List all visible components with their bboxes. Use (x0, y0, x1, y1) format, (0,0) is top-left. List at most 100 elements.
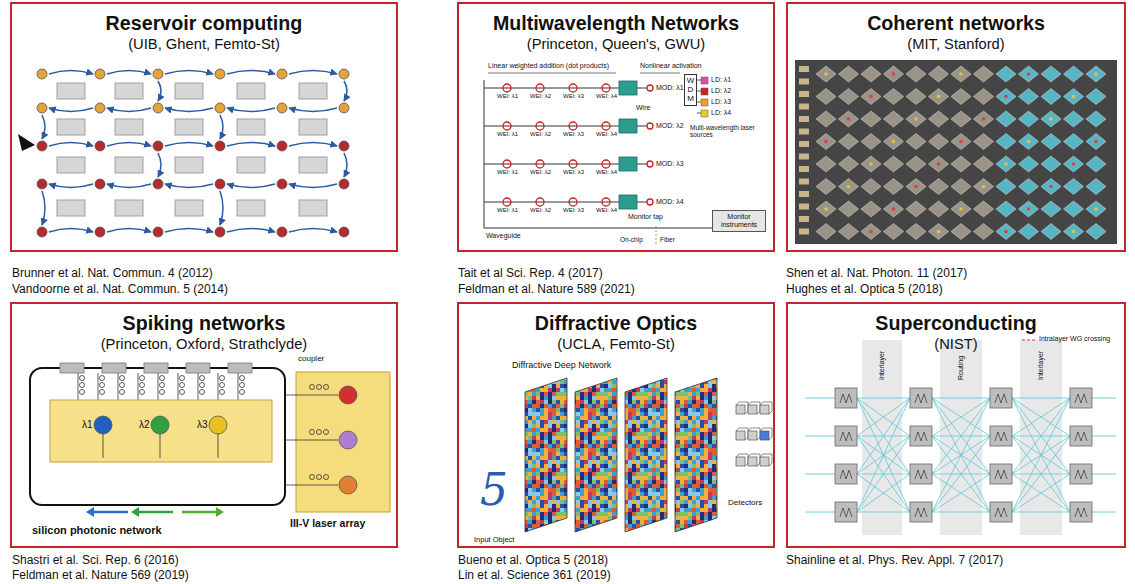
annotation-label: III-V laser array (290, 517, 365, 530)
mzi-cell (884, 201, 904, 217)
waveguide-block (299, 200, 327, 216)
annotation-label: Multi-wavelength laser sources (690, 124, 762, 139)
legend-sample (1022, 339, 1036, 340)
mzi-cell (861, 111, 881, 127)
waveguide-block (57, 83, 85, 99)
waveguide-block (237, 200, 265, 216)
panel-title: Diffractive Optics (459, 311, 773, 335)
synapse-waveguide (932, 398, 990, 399)
phase-shifter (892, 72, 896, 76)
mzi-cell (1019, 111, 1039, 127)
filter-ring (160, 390, 165, 395)
instrument-box: Monitor instruments (712, 210, 766, 232)
mzi-cell (1041, 156, 1061, 172)
mzi-cell (974, 201, 994, 217)
reservoir-node (95, 69, 105, 79)
reservoir-arrow (289, 143, 337, 147)
signal-arrow-head (86, 507, 94, 517)
neuron-glyph (995, 394, 1007, 403)
phase-shifter (959, 72, 963, 76)
mzi-cell (1064, 66, 1084, 82)
modulator-ring (647, 123, 653, 129)
mzi-cell (1041, 201, 1061, 217)
reservoir-arrow (289, 229, 337, 233)
photodetector (619, 119, 637, 133)
reservoir-node (277, 179, 287, 189)
weight-ring (602, 84, 610, 92)
detector-cube-edge (760, 402, 772, 414)
annotation-label: Input Object (474, 535, 514, 544)
detector-cube-edge (748, 428, 760, 440)
phase-shifter (1049, 185, 1053, 189)
reservoir-arrow (49, 108, 93, 112)
reservoir-arrow (42, 191, 45, 225)
bond-pad (799, 91, 809, 97)
reservoir-arrow (344, 81, 347, 101)
weight-ring (602, 122, 610, 130)
reference-citation: Hughes et al. Optica 5 (2018) (786, 282, 943, 296)
reservoir-node (37, 227, 47, 237)
reservoir-node (215, 179, 225, 189)
annotation-label: WEI: λ2 (530, 207, 551, 214)
detector-cube (736, 457, 745, 466)
neuron-box (990, 464, 1012, 484)
drop-waveguide (78, 373, 79, 400)
neuron-box (910, 502, 932, 522)
mzi-cell (929, 224, 949, 240)
mzi-cell (951, 179, 971, 195)
neuron-box (835, 502, 857, 522)
waveguide-block (115, 200, 143, 216)
annotation-label: WEI: λ2 (530, 93, 551, 100)
synapse-waveguide (932, 398, 990, 436)
drop-waveguide (138, 373, 139, 400)
reservoir-arrow (165, 108, 213, 112)
reservoir-node (153, 227, 163, 237)
filter-ring (200, 383, 205, 388)
waveguide (484, 88, 619, 89)
laser-wire (697, 113, 701, 114)
neuron-glyph (1075, 432, 1087, 441)
reservoir-node (95, 103, 105, 113)
mzi-cell (1064, 156, 1084, 172)
annotation-label: WEI: λ3 (563, 169, 584, 176)
annotation-label: WEI: λ2 (530, 131, 551, 138)
reference-citation: Feldman et al. Nature 589 (2021) (458, 282, 635, 296)
filter-ring (160, 383, 165, 388)
reservoir-node (37, 179, 47, 189)
annotation-label: WEI: λ1 (497, 93, 518, 100)
phase-shifter (869, 230, 873, 234)
legend-text: Intralayer WG crossing (1039, 335, 1110, 343)
synapse-waveguide (857, 398, 910, 512)
mzi-cell (929, 179, 949, 195)
mzi-cell (974, 224, 994, 240)
annotation-label: LD: λ2 (711, 87, 731, 95)
reference-citation: Vandoorne et al. Nat. Commun. 5 (2014) (12, 282, 228, 296)
detector-cube (760, 431, 769, 440)
output-waveguide (1092, 436, 1116, 437)
neuron-glyph (915, 470, 927, 479)
panel-box: Coherent networks(MIT, Stanford) (786, 2, 1126, 252)
mzi-cell (861, 201, 881, 217)
synapse-waveguide (857, 398, 910, 474)
filter-ring (180, 390, 185, 395)
reservoir-arrow (107, 108, 151, 112)
reservoir-node (339, 103, 349, 113)
mzi-cell (974, 111, 994, 127)
wire (637, 88, 647, 89)
reservoir-node (215, 69, 225, 79)
phase-shifter (824, 207, 828, 211)
mzi-cell (839, 111, 859, 127)
mzi-cell (951, 156, 971, 172)
reservoir-node (277, 227, 287, 237)
waveguide-block (175, 119, 203, 135)
neuron-box (990, 426, 1012, 446)
synapse-waveguide (857, 436, 910, 512)
synapse-waveguide (1012, 436, 1070, 512)
reservoir-arrow (289, 71, 337, 75)
input-waveguide (805, 474, 835, 475)
drop-waveguide (198, 373, 199, 400)
mzi-cell (906, 66, 926, 82)
weight-ring (503, 84, 511, 92)
mzi-cell (951, 89, 971, 105)
mzi-cell (839, 89, 859, 105)
